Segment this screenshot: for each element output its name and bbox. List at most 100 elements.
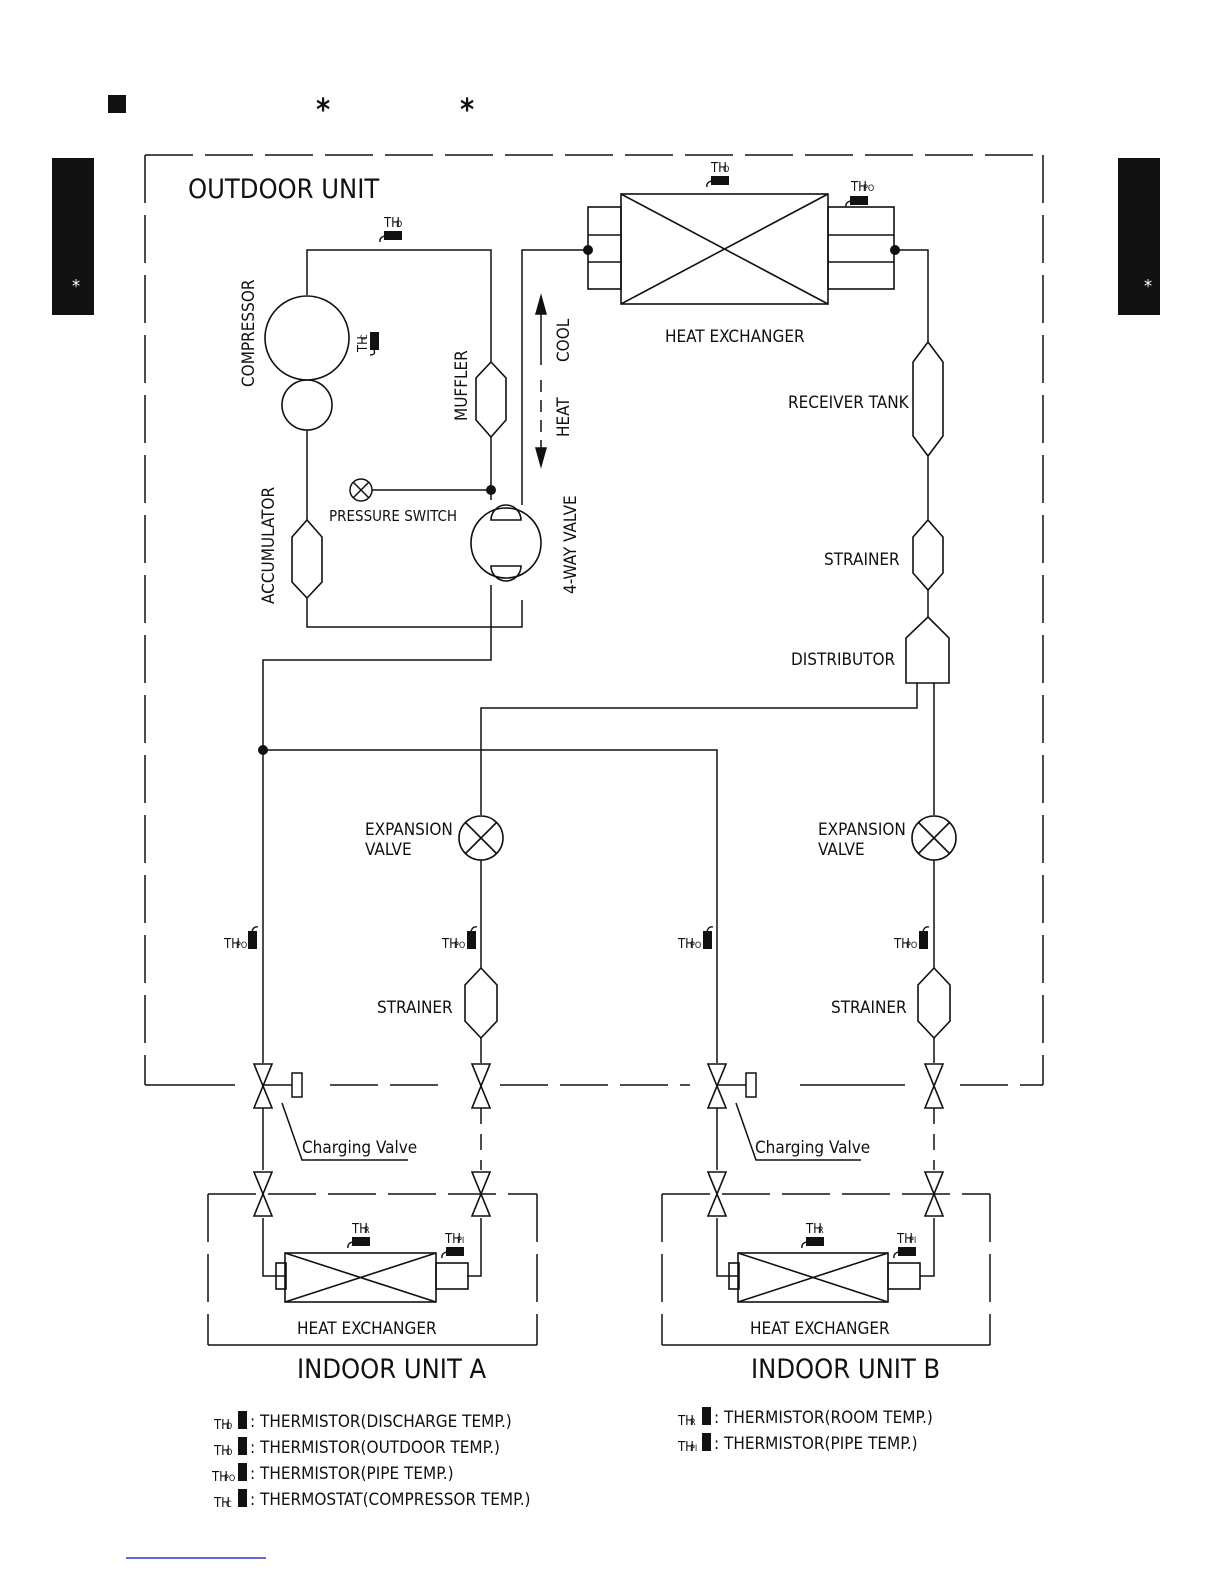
- outdoor-pipe-thermistor: TH PO: [845, 180, 874, 208]
- side-tab-left: [52, 158, 94, 315]
- svg-text:: THERMISTOR(OUTDOOR TEMP.): : THERMISTOR(OUTDOOR TEMP.): [250, 1438, 500, 1458]
- svg-text:TH: TH: [896, 1232, 913, 1247]
- outdoor-strainer-label: STRAINER: [824, 550, 900, 570]
- svg-text:TH: TH: [351, 1222, 368, 1237]
- side-tab-left-asterisk: *: [72, 276, 80, 297]
- svg-text:TH: TH: [710, 161, 727, 176]
- svg-text:: THERMISTOR(PIPE TEMP.): : THERMISTOR(PIPE TEMP.): [250, 1464, 454, 1484]
- expansion-valve-a-label: VALVE: [365, 840, 412, 860]
- pressure-switch: [349, 478, 373, 502]
- svg-text:TH: TH: [211, 1470, 228, 1485]
- indoor-unit-a-label: INDOOR UNIT A: [297, 1354, 487, 1385]
- svg-text:: THERMISTOR(ROOM TEMP.): : THERMISTOR(ROOM TEMP.): [714, 1408, 933, 1428]
- cool-label: COOL: [554, 318, 574, 362]
- heat-label: HEAT: [554, 397, 574, 437]
- indoor-heat-exchanger-b-label: HEAT EXCHANGER: [750, 1319, 890, 1339]
- svg-text:: THERMISTOR(DISCHARGE TEMP.): : THERMISTOR(DISCHARGE TEMP.): [250, 1412, 512, 1432]
- legend-item: TH C : THERMOSTAT(COMPRESSOR TEMP.): [213, 1489, 531, 1511]
- svg-text:TH: TH: [805, 1222, 822, 1237]
- expansion-valve-a-label: EXPANSION: [365, 820, 453, 840]
- pipe-thermistor-po-3: TH PO: [677, 926, 714, 952]
- distributor-label: DISTRIBUTOR: [791, 650, 896, 670]
- indoor-heat-exchanger-a-label: HEAT EXCHANGER: [297, 1319, 437, 1339]
- svg-text:TH: TH: [893, 937, 910, 952]
- svg-text:PO: PO: [863, 184, 874, 194]
- svg-text:TH: TH: [444, 1232, 461, 1247]
- legend-item: TH D : THERMISTOR(DISCHARGE TEMP.): [213, 1411, 512, 1433]
- pipe-thermistor-po-4: TH PO: [893, 926, 930, 952]
- flow-direction-indicator: [535, 293, 547, 469]
- strainer-b-label: STRAINER: [831, 998, 907, 1018]
- svg-text:PO: PO: [454, 941, 465, 951]
- svg-text:PO: PO: [906, 941, 917, 951]
- svg-text:D: D: [396, 220, 402, 230]
- pressure-switch-label: PRESSURE SWITCH: [329, 507, 457, 525]
- legend-item: TH O : THERMISTOR(OUTDOOR TEMP.): [213, 1437, 500, 1459]
- svg-text:: THERMOSTAT(COMPRESSOR TEMP.): : THERMOSTAT(COMPRESSOR TEMP.): [250, 1490, 531, 1510]
- room-thermistor-b: TH R: [801, 1222, 824, 1249]
- receiver-tank-label: RECEIVER TANK: [788, 393, 910, 413]
- muffler-label: MUFFLER: [452, 350, 472, 421]
- svg-text:C: C: [226, 1500, 232, 1510]
- legend-left: TH D : THERMISTOR(DISCHARGE TEMP.) TH O …: [211, 1411, 531, 1511]
- svg-text:O: O: [723, 165, 729, 175]
- muffler: [475, 360, 507, 439]
- svg-text:O: O: [226, 1448, 232, 1458]
- strainer-b: [917, 966, 951, 1040]
- svg-text:TH: TH: [213, 1496, 230, 1511]
- outdoor-unit-boundary: [144, 154, 1044, 1085]
- legend-item: TH R : THERMISTOR(ROOM TEMP.): [677, 1407, 933, 1429]
- charging-valve-a-label: Charging Valve: [302, 1138, 417, 1158]
- pipe-thermistor-po-2: TH PO: [441, 926, 478, 952]
- svg-text:TH: TH: [441, 937, 458, 952]
- four-way-valve: [470, 504, 542, 582]
- indoor-heat-exchanger-a: [275, 1252, 469, 1303]
- charging-valve-b: [717, 1072, 861, 1161]
- outdoor-unit-label: OUTDOOR UNIT: [188, 174, 379, 205]
- service-valve-gas-a: [253, 1063, 273, 1109]
- svg-text:PO: PO: [224, 1474, 235, 1484]
- side-tab-right-asterisk: *: [1144, 276, 1152, 297]
- outdoor-heat-exchanger: [587, 193, 895, 305]
- svg-text:R: R: [364, 1226, 370, 1236]
- legend-item: TH PO : THERMISTOR(PIPE TEMP.): [211, 1463, 454, 1485]
- svg-text:TH: TH: [383, 216, 400, 231]
- expansion-valve-b-label: EXPANSION: [818, 820, 906, 840]
- strainer-a: [464, 966, 498, 1040]
- compressor-label: COMPRESSOR: [239, 279, 259, 387]
- expansion-valve-a: [458, 815, 504, 861]
- pipe-thermistor-po-1: TH PO: [223, 926, 259, 952]
- indoor-a-piping: [262, 1218, 482, 1277]
- discharge-thermistor: TH D: [379, 216, 402, 243]
- charging-valve-b-label: Charging Valve: [755, 1138, 870, 1158]
- indoor-pipe-thermistor-b: TH PI: [893, 1232, 916, 1259]
- outdoor-heat-exchanger-label: HEAT EXCHANGER: [665, 327, 805, 347]
- svg-text:TH: TH: [213, 1418, 230, 1433]
- section-bullet: [108, 95, 126, 113]
- outdoor-strainer: [912, 518, 944, 592]
- room-thermistor-a: TH R: [347, 1222, 370, 1249]
- indoor-unit-a-boundary: [207, 1193, 538, 1345]
- indoor-heat-exchanger-b: [728, 1252, 921, 1303]
- strainer-a-label: STRAINER: [377, 998, 453, 1018]
- svg-text:PO: PO: [236, 941, 247, 951]
- svg-text:PO: PO: [690, 941, 701, 951]
- svg-text:TH: TH: [677, 1414, 694, 1429]
- svg-text:TH: TH: [850, 180, 867, 195]
- service-valve-liquid-a: [471, 1063, 491, 1109]
- svg-text:PI: PI: [457, 1236, 464, 1246]
- svg-text:PI: PI: [690, 1444, 697, 1454]
- svg-text:D: D: [226, 1422, 232, 1432]
- service-valve-gas-b: [707, 1063, 727, 1109]
- indoor-unit-b-boundary: [661, 1193, 991, 1345]
- svg-text:: THERMISTOR(PIPE TEMP.): : THERMISTOR(PIPE TEMP.): [714, 1434, 918, 1454]
- compressor: [264, 295, 350, 431]
- svg-text:C: C: [360, 334, 370, 340]
- header-asterisk: *: [460, 93, 474, 128]
- svg-text:TH: TH: [356, 336, 371, 353]
- svg-text:PI: PI: [909, 1236, 916, 1246]
- legend-right: TH R : THERMISTOR(ROOM TEMP.) TH PI : TH…: [677, 1407, 933, 1455]
- legend-item: TH PI : THERMISTOR(PIPE TEMP.): [677, 1433, 918, 1455]
- svg-text:TH: TH: [223, 937, 240, 952]
